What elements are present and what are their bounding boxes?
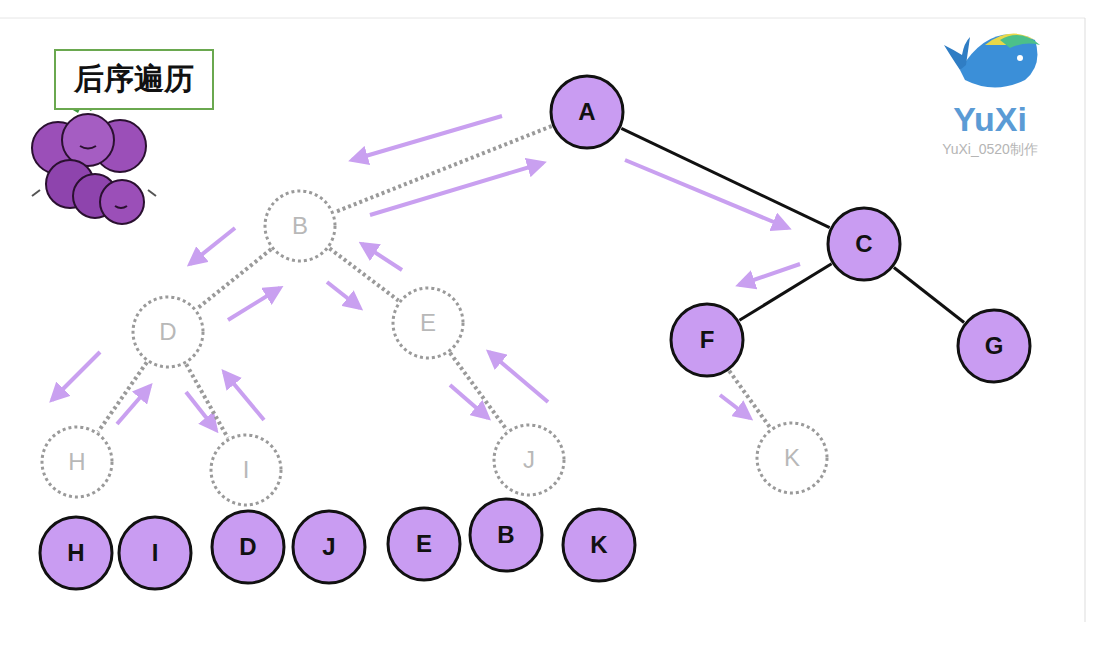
output-node: D [210,509,286,585]
node-label: D [239,533,256,561]
tree-node: C [826,206,902,282]
tree-node: I [209,433,283,507]
node-label: K [590,531,607,559]
node-label: I [152,539,159,567]
tree-edge [729,371,770,428]
output-node: B [468,497,544,573]
node-label: A [578,98,595,126]
tree-node: E [391,286,465,360]
node-label: B [497,521,514,549]
tree-edge [621,128,829,227]
node-label: E [420,309,436,337]
tree-edge [334,126,551,212]
node-label: J [523,446,535,474]
tree-node: G [956,308,1032,384]
tree-node: F [669,302,745,378]
node-label: G [985,332,1004,360]
tree-node: D [131,295,205,369]
tree-node: J [492,423,566,497]
output-node: H [38,515,114,591]
node-label: H [67,539,84,567]
output-node: I [117,515,193,591]
tree-node: A [549,74,625,150]
tree-edge [329,248,398,300]
logo-text: YuXi [953,100,1027,139]
tree-edge [186,364,228,438]
grape-illustration [32,99,156,224]
node-label: E [416,530,432,558]
traversal-arrows [52,116,800,430]
node-label: J [322,533,335,561]
tree-edge [98,362,147,431]
output-node: J [291,509,367,585]
tree-edge [197,249,271,309]
node-label: I [243,456,250,484]
frame-line [0,18,1085,19]
node-label: B [292,212,308,240]
tree-edge [739,264,831,320]
output-node: K [561,507,637,583]
tree-node: H [40,425,114,499]
tree-edge [894,267,964,322]
node-label: D [159,318,176,346]
tree-node: B [263,189,337,263]
output-node: E [386,506,462,582]
frame-line [1085,18,1086,622]
tree-node: K [755,421,829,495]
node-label: K [784,444,800,472]
watermark: YuXi_0520制作 [942,141,1038,159]
node-label: C [855,230,872,258]
tree-edge [450,353,507,430]
node-label: F [700,326,715,354]
node-label: H [68,448,85,476]
whale-logo [944,34,1040,88]
title-box: 后序遍历 [54,49,214,110]
